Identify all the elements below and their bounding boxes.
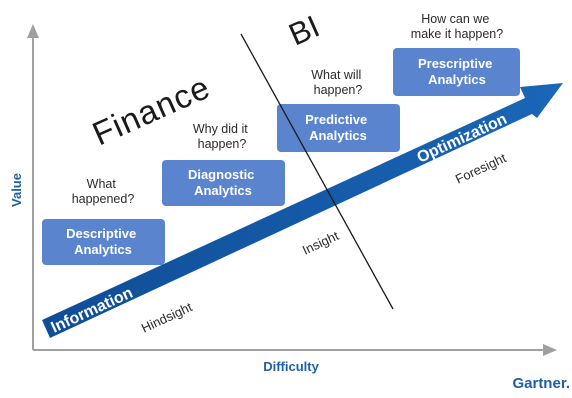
progress-arrow-shape bbox=[42, 83, 563, 338]
stage-diagnostic: Why did it happen? Diagnostic Analytics bbox=[162, 122, 285, 206]
question-line: How can we bbox=[421, 12, 489, 26]
stage-box bbox=[277, 104, 400, 152]
stage-question: Why did it happen? bbox=[193, 122, 251, 151]
stage-label: Diagnostic Analytics bbox=[188, 167, 258, 198]
label-line: Prescriptive bbox=[418, 56, 492, 71]
gartner-logo: Gartner. bbox=[512, 375, 570, 392]
stage-label: Descriptive Analytics bbox=[66, 226, 140, 257]
question-line: happened? bbox=[72, 192, 135, 206]
y-axis-label: Value bbox=[9, 173, 24, 207]
label-line: Diagnostic bbox=[188, 167, 254, 182]
x-axis-label: Difficulty bbox=[263, 359, 319, 374]
label-line: Analytics bbox=[194, 183, 252, 198]
label-line: Predictive bbox=[305, 112, 367, 127]
question-line: What will bbox=[311, 68, 361, 82]
finance-annotation: Finance bbox=[87, 68, 216, 152]
stage-question: How can we make it happen? bbox=[411, 12, 503, 41]
y-axis-arrowhead bbox=[27, 24, 39, 38]
stage-predictive: What will happen? Predictive Analytics bbox=[277, 68, 400, 152]
foresight-label: Foresight bbox=[453, 150, 509, 187]
question-line: Why did it bbox=[193, 122, 248, 136]
stage-question: What will happen? bbox=[311, 68, 365, 97]
stage-box bbox=[42, 219, 165, 265]
question-line: What bbox=[87, 177, 117, 191]
stage-prescriptive: How can we make it happen? Prescriptive … bbox=[393, 12, 520, 96]
question-line: happen? bbox=[314, 83, 363, 97]
hindsight-label: Hindsight bbox=[139, 299, 195, 336]
label-line: Analytics bbox=[74, 242, 132, 257]
insight-label: Insight bbox=[300, 228, 341, 258]
stage-box bbox=[393, 48, 520, 96]
arrow-label-information: Information bbox=[49, 284, 136, 336]
stage-descriptive: What happened? Descriptive Analytics bbox=[42, 177, 165, 265]
stage-question: What happened? bbox=[72, 177, 135, 206]
divider-line bbox=[240, 33, 394, 310]
question-line: happen? bbox=[198, 137, 247, 151]
label-line: Analytics bbox=[309, 128, 367, 143]
label-line: Analytics bbox=[428, 72, 486, 87]
axes: Value Difficulty bbox=[9, 24, 557, 374]
x-axis-arrowhead bbox=[543, 344, 557, 356]
bi-annotation: BI bbox=[284, 9, 325, 53]
stage-box bbox=[162, 160, 285, 206]
question-line: make it happen? bbox=[411, 27, 503, 41]
stage-label: Predictive Analytics bbox=[305, 112, 371, 143]
label-line: Descriptive bbox=[66, 226, 136, 241]
stage-label: Prescriptive Analytics bbox=[418, 56, 496, 87]
